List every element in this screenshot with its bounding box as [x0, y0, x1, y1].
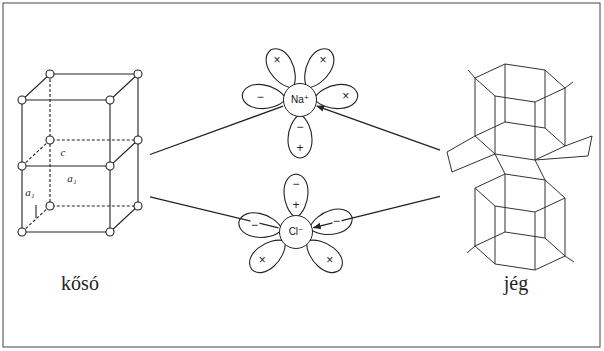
- charge-sign: −: [291, 178, 300, 190]
- relation-line: [150, 106, 283, 154]
- axis-label: a₁: [66, 173, 77, 184]
- crystal-figure: kősó: [10, 60, 150, 300]
- material-name: jég: [440, 272, 592, 294]
- ion-circle: Cl⁻: [279, 215, 313, 249]
- charge-sign: +: [291, 199, 300, 211]
- relation-arrow: [317, 106, 440, 150]
- charge-sign: −: [256, 91, 265, 103]
- frame: [3, 3, 600, 347]
- ice-lattice: [447, 64, 592, 270]
- charge-sign: ×: [272, 54, 281, 66]
- axis-label: a₁: [24, 187, 35, 198]
- axis-label: c: [60, 147, 67, 158]
- ion-symbol: Na⁺: [291, 95, 309, 105]
- crystal-figure: jég: [440, 55, 592, 300]
- material-name: kősó: [10, 272, 150, 294]
- charge-sign: −: [295, 121, 304, 133]
- charge-sign: −: [250, 219, 259, 231]
- water-lobes-cl: [237, 174, 355, 278]
- relation-arrow: [314, 196, 441, 227]
- relation-line: [150, 197, 279, 228]
- ion-circle: Na⁺: [283, 83, 317, 117]
- nacl-cell: [18, 70, 142, 236]
- ion-symbol: Cl⁻: [289, 227, 304, 237]
- charge-sign: ×: [341, 90, 350, 102]
- charge-sign: ×: [258, 254, 267, 266]
- charge-sign: +: [295, 142, 304, 154]
- charge-sign: −: [332, 215, 341, 227]
- charge-sign: ×: [318, 54, 327, 66]
- charge-sign: ×: [325, 254, 334, 266]
- water-lobes-na: [241, 44, 359, 158]
